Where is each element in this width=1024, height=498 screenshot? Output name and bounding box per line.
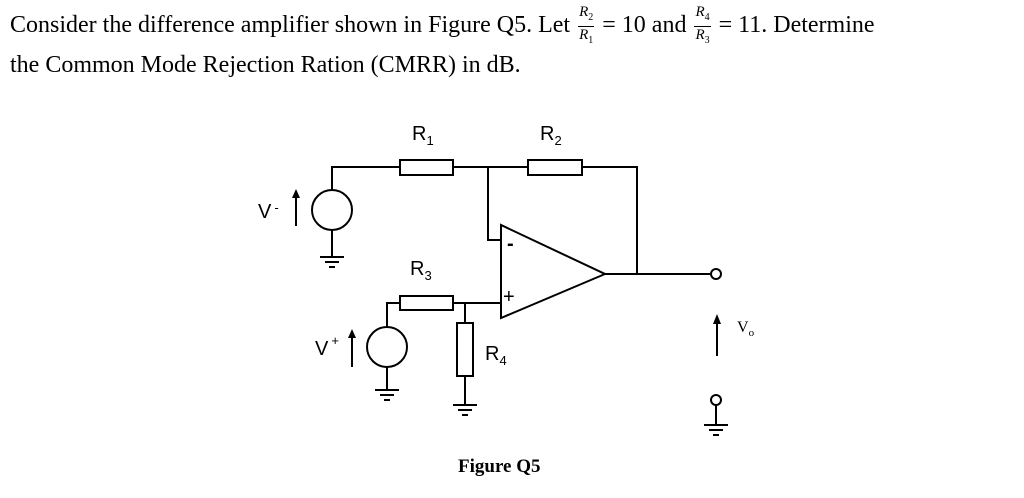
resistor-r3 bbox=[399, 295, 454, 311]
resistor-r2 bbox=[527, 159, 583, 176]
label-r4: R4 bbox=[485, 343, 507, 368]
label-r3: R3 bbox=[410, 258, 432, 283]
output-terminal[interactable] bbox=[710, 268, 722, 280]
figure-caption: Figure Q5 bbox=[458, 456, 541, 477]
question-text: Consider the difference amplifier shown … bbox=[10, 12, 577, 39]
label-vo: Vo bbox=[737, 319, 755, 339]
ground-terminal[interactable] bbox=[710, 394, 722, 406]
question-line-2: the Common Mode Rejection Ration (CMRR) … bbox=[10, 52, 521, 78]
label-v-minus: V- bbox=[258, 200, 279, 223]
ground-icon bbox=[320, 256, 344, 268]
label-r1: R1 bbox=[412, 123, 434, 148]
label-v-plus: V+ bbox=[315, 333, 339, 360]
question-line-1: Consider the difference amplifier shown … bbox=[10, 4, 875, 49]
question-text-mid: = 10 and bbox=[596, 12, 693, 39]
voltage-source-v-plus bbox=[366, 326, 408, 368]
label-inverting-input: - bbox=[507, 233, 514, 255]
wires bbox=[331, 166, 717, 425]
arrow-up-icon bbox=[713, 314, 721, 356]
label-r2: R2 bbox=[540, 123, 562, 148]
op-amp bbox=[500, 223, 608, 320]
resistor-r1 bbox=[399, 159, 454, 176]
resistor-r4 bbox=[456, 322, 474, 377]
ground-icon bbox=[704, 424, 728, 436]
arrow-up-icon bbox=[348, 329, 356, 367]
ground-icon bbox=[375, 389, 399, 401]
label-noninverting-input: + bbox=[503, 286, 515, 308]
voltage-source-v-minus bbox=[311, 189, 353, 231]
question-text-end: = 11. Determine bbox=[712, 12, 875, 39]
ground-icon bbox=[453, 404, 477, 416]
arrow-up-icon bbox=[292, 189, 300, 226]
